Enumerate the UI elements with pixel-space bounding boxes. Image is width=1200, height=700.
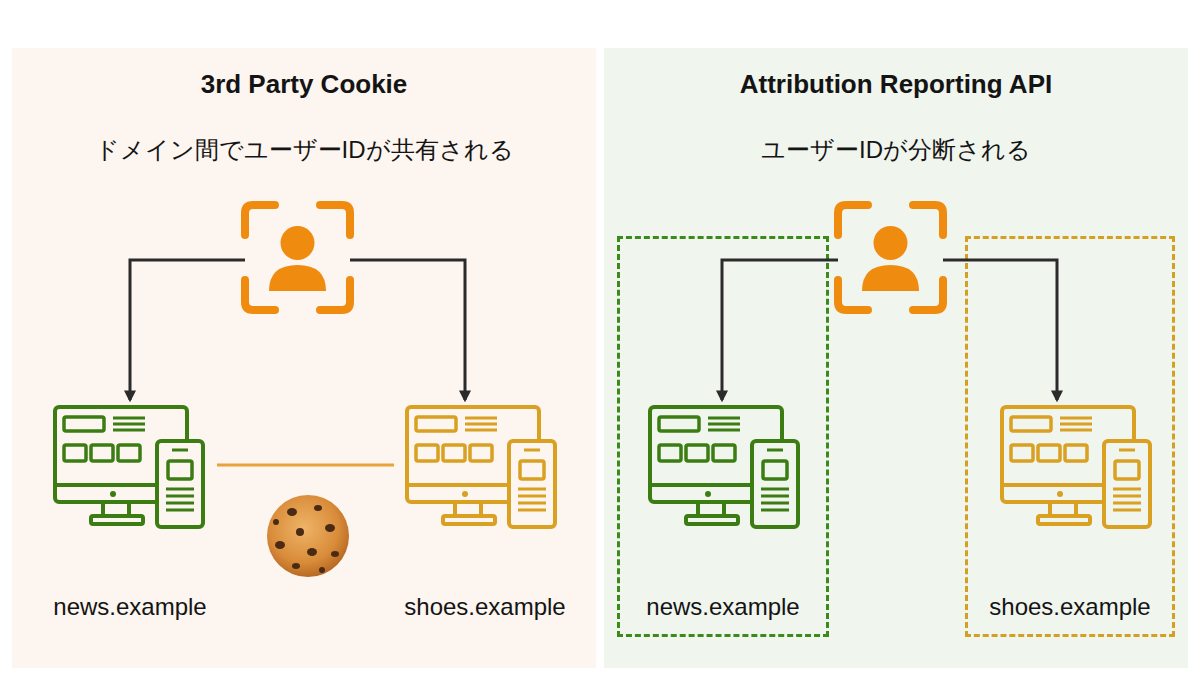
panel-subtitle: ユーザーIDが分断される <box>761 134 1031 165</box>
site-device: shoes.example <box>394 400 576 622</box>
device-icon <box>407 407 555 527</box>
site-label: news.example <box>646 591 799 622</box>
user-icon <box>838 205 943 310</box>
device-icon <box>1002 407 1150 527</box>
cookie-link <box>217 464 394 467</box>
cookie-icon <box>267 495 349 577</box>
site-boundary: shoes.example <box>965 236 1175 637</box>
site-label: shoes.example <box>404 591 565 622</box>
panel-title: 3rd Party Cookie <box>201 68 408 102</box>
panel-subtitle: ドメイン間でユーザーIDが共有される <box>95 134 514 165</box>
user-icon <box>245 205 350 310</box>
device-icon <box>55 407 203 527</box>
site-label: news.example <box>53 591 206 622</box>
panel-title: Attribution Reporting API <box>740 68 1052 102</box>
site-device: news.example <box>43 400 217 622</box>
site-boundary: news.example <box>617 236 829 637</box>
comparison-panel: Attribution Reporting API ユーザーIDが分断される new… <box>604 48 1188 668</box>
comparison-panel: 3rd Party Cookie ドメイン間でユーザーIDが共有される news.e… <box>12 48 596 668</box>
device-icon <box>650 407 798 527</box>
user-flow-arrows <box>130 260 1057 400</box>
site-label: shoes.example <box>989 591 1150 622</box>
